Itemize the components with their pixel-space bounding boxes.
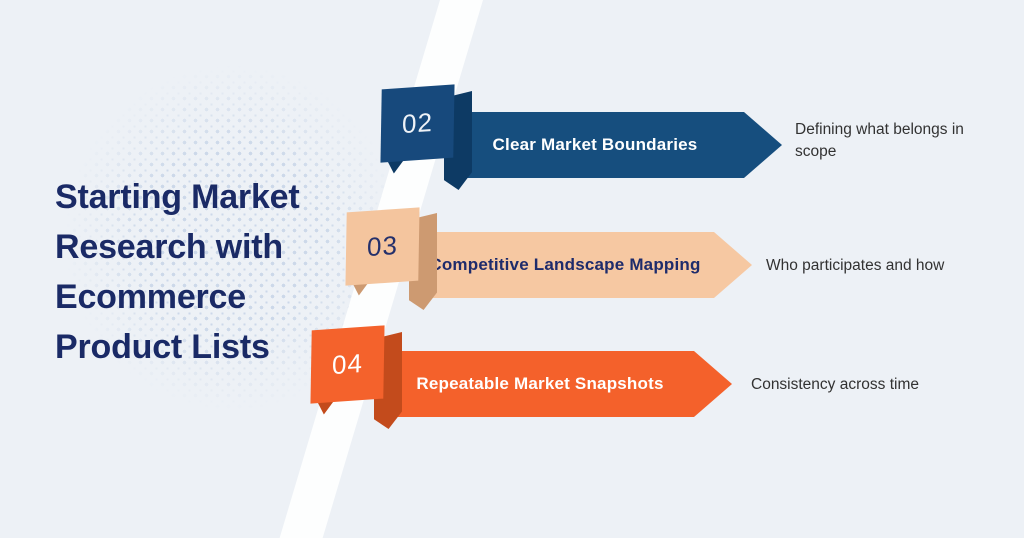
step-banner-arrow: Competitive Landscape Mapping [416, 232, 752, 298]
step-number-tab: 02 [380, 84, 455, 163]
page-title: Starting Market Research with Ecommerce … [55, 172, 300, 372]
step-label: Competitive Landscape Mapping [429, 255, 701, 274]
page-title-line: Ecommerce [55, 278, 246, 316]
page-title-line: Starting Market [55, 178, 300, 216]
page-title-line: Product Lists [55, 328, 270, 366]
step-label: Clear Market Boundaries [492, 135, 698, 154]
step-number-tab: 03 [345, 207, 420, 286]
step-label: Repeatable Market Snapshots [416, 374, 664, 393]
page-title-line: Research with [55, 228, 283, 266]
step-note: Defining what belongs in scope [795, 121, 964, 160]
step-note: Consistency across time [751, 376, 919, 393]
step-number: 03 [366, 229, 399, 263]
step-number-tab: 04 [310, 325, 385, 404]
step-banner-arrow: Repeatable Market Snapshots [386, 351, 732, 417]
step-banner-arrow: Clear Market Boundaries [446, 112, 782, 178]
step-note: Who participates and how [766, 257, 945, 274]
step-number: 04 [331, 347, 364, 381]
step-number: 02 [401, 106, 434, 140]
